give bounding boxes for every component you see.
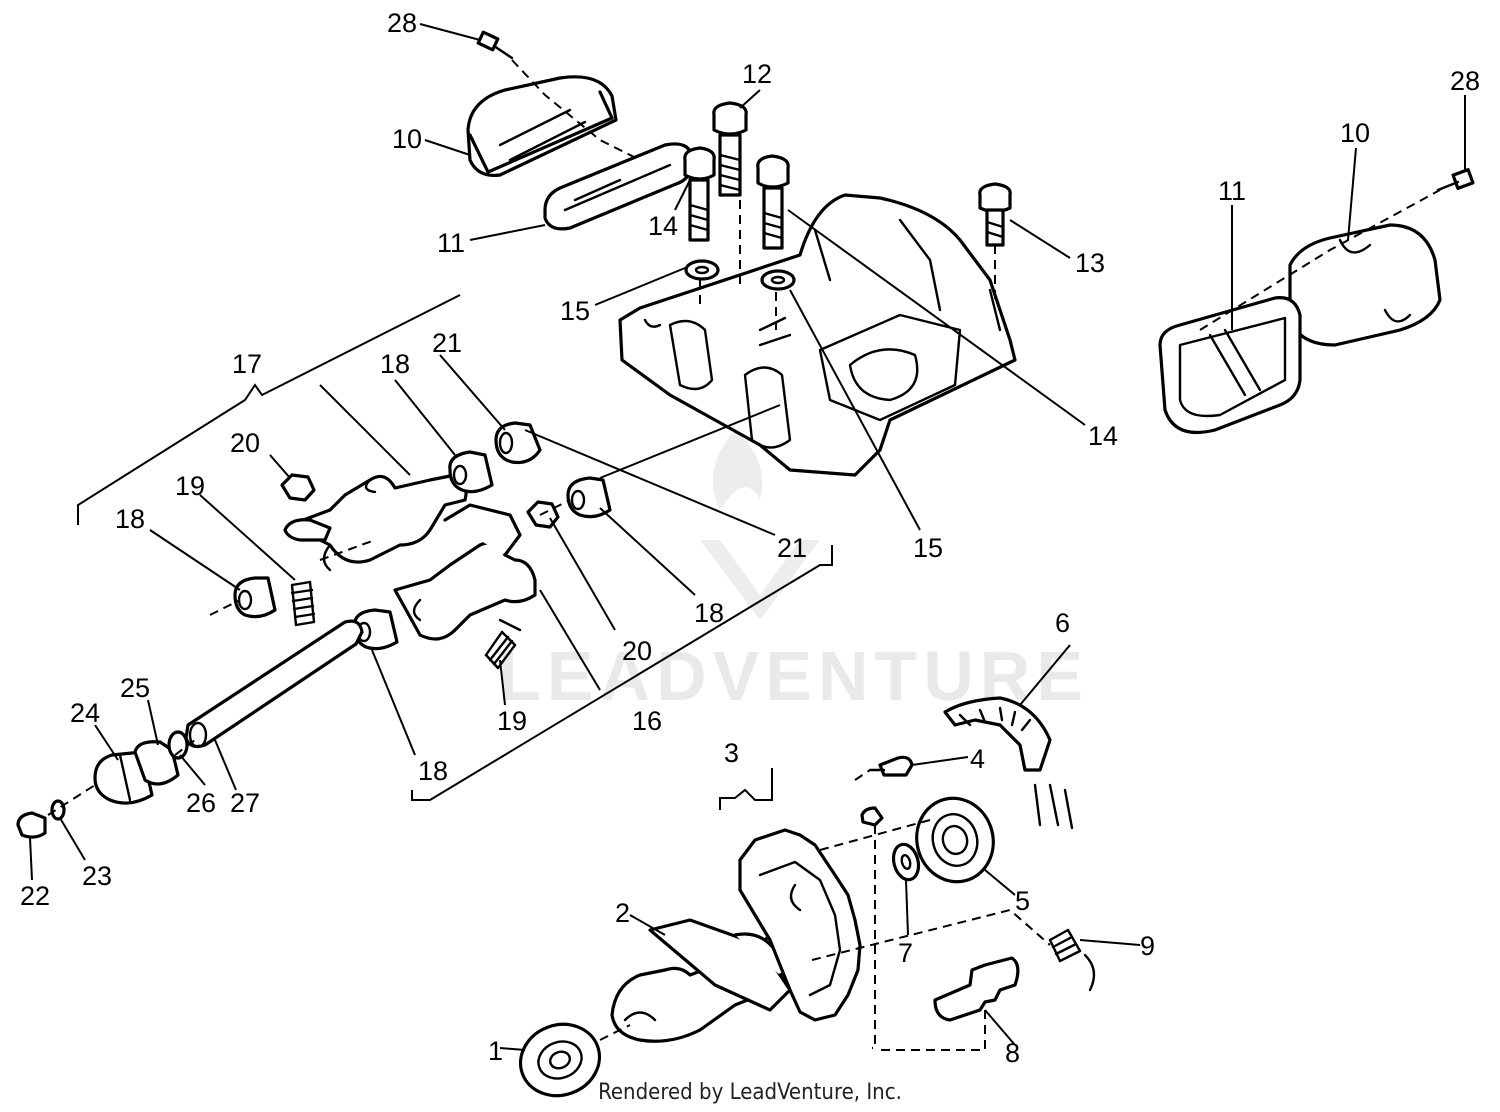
callout-27: 27 (230, 788, 260, 818)
cylinder-head[interactable] (618, 193, 1017, 477)
cam-gear-3[interactable] (738, 828, 862, 1022)
callout-1: 1 (488, 1036, 503, 1066)
bushing-18-c[interactable] (566, 476, 612, 519)
bolt-13[interactable] (978, 182, 1012, 247)
callout-18-bottom: 18 (418, 756, 448, 786)
bolt-22[interactable] (16, 811, 47, 839)
callout-19-top: 19 (175, 471, 205, 501)
washer-15-left[interactable] (684, 259, 720, 281)
nut-20-a[interactable] (280, 473, 316, 502)
weight-6[interactable] (943, 696, 1052, 772)
callout-21-top: 21 (432, 328, 462, 358)
callout-17: 17 (232, 349, 262, 379)
bolt-14-right[interactable] (756, 154, 790, 250)
washer-7[interactable] (890, 842, 922, 883)
callout-18-top: 18 (380, 349, 410, 379)
callout-26: 26 (186, 788, 216, 818)
o-ring-26[interactable] (167, 730, 189, 760)
bearing-1[interactable] (510, 1013, 609, 1106)
callout-18-left: 18 (115, 504, 145, 534)
rocker-cover-right[interactable] (1288, 223, 1442, 347)
spring-19-b[interactable] (484, 618, 522, 670)
leader-lines (29, 23, 1466, 1051)
washer-15-right[interactable] (760, 269, 796, 291)
callout-25: 25 (120, 673, 150, 703)
callout-21-right: 21 (777, 533, 807, 563)
callout-14-right: 14 (1088, 421, 1118, 451)
callout-15-right: 15 (913, 533, 943, 563)
rocker-cover-top[interactable] (466, 75, 618, 178)
callout-11-top: 11 (437, 228, 465, 258)
callout-9: 9 (1140, 931, 1155, 961)
callout-3: 3 (724, 738, 739, 768)
screw-28-top[interactable] (476, 30, 514, 60)
screw-4[interactable] (868, 755, 914, 777)
lever-8[interactable] (933, 956, 1020, 1022)
callout-11-right: 11 (1218, 176, 1246, 206)
washer-23[interactable] (50, 799, 66, 821)
callout-2: 2 (615, 898, 630, 928)
callout-numbers: 28 10 11 12 14 13 14 15 15 28 10 11 17 1… (20, 8, 1480, 1068)
callout-24: 24 (70, 698, 100, 728)
callout-28-top: 28 (387, 8, 417, 38)
rocker-cover-gasket-right[interactable] (1158, 296, 1302, 435)
callout-28-right: 28 (1450, 66, 1480, 96)
pin-3[interactable] (860, 806, 884, 827)
plug-24[interactable] (93, 750, 154, 805)
callout-5: 5 (1015, 886, 1030, 916)
bushing-18-a[interactable] (233, 576, 277, 619)
callout-22: 22 (20, 881, 50, 911)
rocker-shaft-27[interactable] (184, 619, 364, 749)
callout-10-right: 10 (1340, 118, 1370, 148)
bolt-14-left[interactable] (683, 146, 716, 242)
callout-4: 4 (970, 744, 985, 774)
watermark: LEADVENTURE (498, 430, 1083, 715)
bearing-5[interactable] (907, 790, 1002, 891)
callout-23: 23 (82, 861, 112, 891)
callout-20-top: 20 (230, 428, 260, 458)
callout-13: 13 (1075, 248, 1105, 278)
screw-28-right[interactable] (1436, 168, 1475, 192)
collar-25[interactable] (133, 740, 180, 786)
bushing-18-b[interactable] (448, 450, 494, 494)
callout-6: 6 (1055, 608, 1070, 638)
spring-9[interactable] (1048, 928, 1082, 963)
watermark-logo-icon (700, 430, 820, 620)
callout-10-top: 10 (392, 124, 422, 154)
callout-14-left: 14 (648, 211, 678, 241)
spring-19-a[interactable] (290, 580, 316, 627)
rocker-arm-16[interactable] (393, 503, 537, 641)
rocker-arm-17[interactable] (283, 473, 468, 572)
callout-20-bottom: 20 (622, 636, 652, 666)
callout-8: 8 (1005, 1038, 1020, 1068)
callout-15-left: 15 (560, 296, 590, 326)
footer-credit: Rendered by LeadVenture, Inc. (598, 1080, 902, 1105)
callout-19-bottom: 19 (497, 706, 527, 736)
bolt-12[interactable] (712, 101, 748, 197)
callout-7: 7 (898, 938, 913, 968)
callout-16: 16 (632, 706, 662, 736)
callout-18-right: 18 (694, 598, 724, 628)
callout-12: 12 (742, 59, 772, 89)
cap-21[interactable] (494, 421, 542, 465)
